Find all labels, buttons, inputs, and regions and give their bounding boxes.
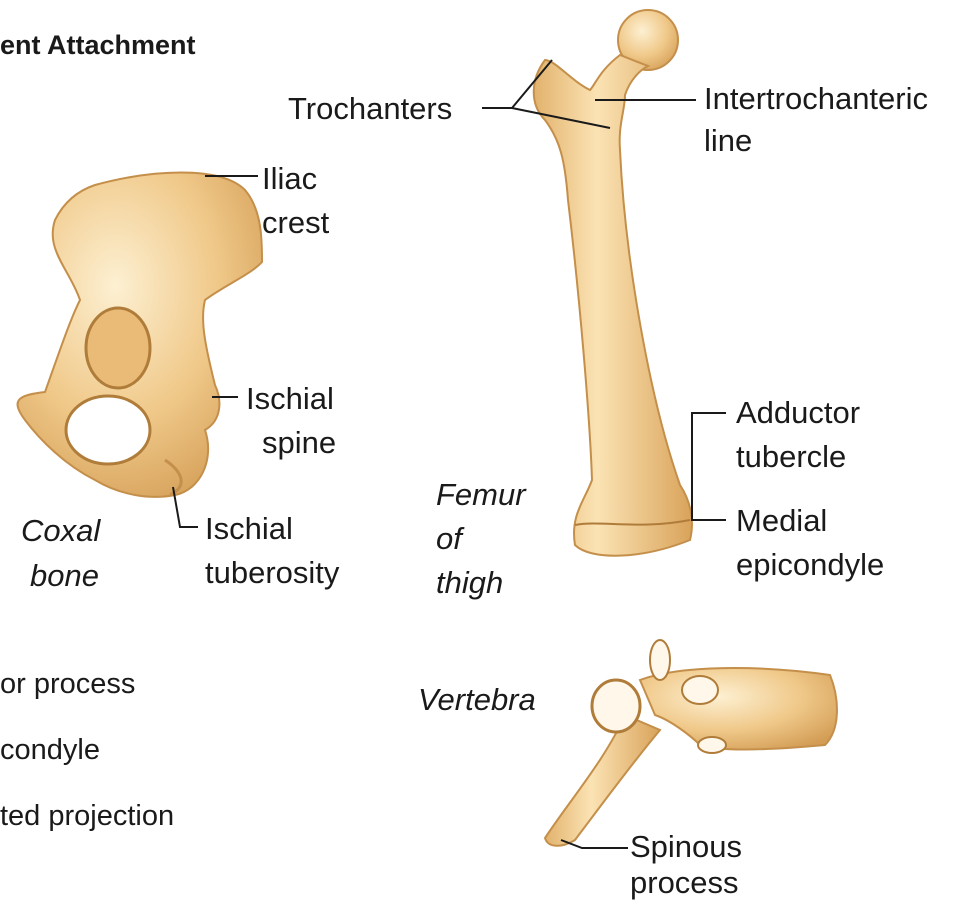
adductor-tubercle-label-2: tubercle (736, 436, 846, 477)
coxal-bone (18, 173, 262, 497)
spinous-process-label-2: process (630, 862, 739, 903)
femur-bone (534, 10, 692, 556)
femur-name-1: Femur (436, 474, 526, 515)
ischial-spine-label-2: spine (262, 422, 336, 463)
left-list-item-2: condyle (0, 734, 100, 767)
trochanters-label: Trochanters (288, 88, 452, 129)
femur-name-2: of (436, 518, 462, 559)
spinous-process-label-1: Spinous (630, 826, 742, 867)
coxal-upper-hole (86, 308, 150, 388)
coxal-bone-name-2: bone (30, 555, 99, 596)
ischial-tuberosity-label-1: Ischial (205, 508, 293, 549)
coxal-bone-name-1: Coxal (21, 510, 100, 551)
obturator-foramen (66, 396, 150, 464)
intertrochanteric-line-label-1: Intertrochanteric (704, 78, 928, 119)
ischial-tuberosity-label-2: tuberosity (205, 552, 339, 593)
page-title: ent Attachment (0, 30, 196, 61)
left-list-item-1: or process (0, 668, 135, 701)
iliac-crest-label-2: crest (262, 202, 329, 243)
medial-epicondyle-label-2: epicondyle (736, 544, 884, 585)
adductor-tubercle-label-1: Adductor (736, 392, 860, 433)
femur-name-3: thigh (436, 562, 503, 603)
medial-epicondyle-label-1: Medial (736, 500, 827, 541)
intertrochanteric-line-label-2: line (704, 120, 752, 161)
vertebra-name: Vertebra (418, 679, 536, 720)
ischial-spine-label-1: Ischial (246, 378, 334, 419)
vertebra-bone (545, 640, 837, 846)
left-list-item-3: ted projection (0, 800, 174, 833)
iliac-crest-label-1: Iliac (262, 158, 317, 199)
